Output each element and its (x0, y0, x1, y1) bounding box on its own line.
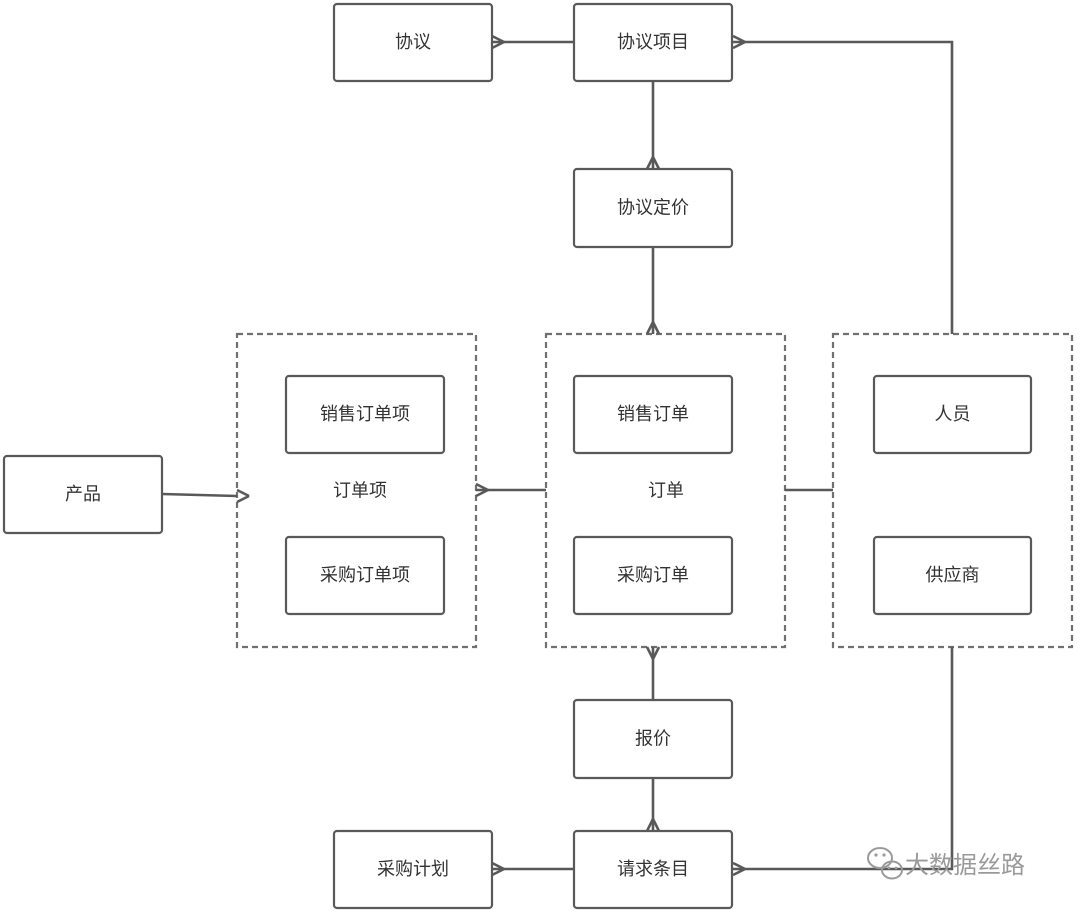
entity-agreement-item-label: 协议项目 (617, 32, 689, 53)
wechat-icon (867, 847, 903, 880)
entity-purchase-order: 采购订单 (572, 535, 734, 616)
crowfoot-at-orderitem-right (475, 482, 489, 498)
entity-agreement: 协议 (332, 2, 494, 83)
entity-quote-label: 报价 (635, 729, 671, 750)
entity-person: 人员 (872, 374, 1033, 455)
edges (161, 34, 954, 877)
entity-person-label: 人员 (935, 404, 971, 425)
group-order-label: 订单 (648, 481, 684, 502)
entity-purchase-order-item: 采购订单项 (284, 535, 446, 616)
entity-supplier-label: 供应商 (926, 565, 980, 586)
entity-agreement-label: 协议 (395, 32, 431, 53)
crowfoot-at-agreement (491, 34, 505, 50)
entity-supplier: 供应商 (872, 535, 1033, 616)
edge-product-orderitem (161, 492, 238, 498)
entity-sales-order-item-label: 销售订单项 (320, 404, 410, 425)
entity-sales-order: 销售订单 (572, 374, 734, 455)
entity-product-label: 产品 (65, 484, 101, 505)
entity-request-item: 请求条目 (572, 829, 734, 910)
crowfoot-at-order-top (645, 321, 661, 335)
crowfoot-at-orderitem-left (236, 488, 250, 504)
crowfoot-at-order-bottom (645, 646, 661, 660)
entity-sales-order-item: 销售订单项 (284, 374, 446, 455)
entity-request-item-label: 请求条目 (617, 859, 689, 880)
entity-product: 产品 (2, 454, 164, 535)
watermark: 大数据丝路 (867, 847, 1025, 880)
entity-purchase-order-item-label: 采购订单项 (320, 565, 410, 586)
crowfoot-at-request-right (732, 861, 746, 877)
crowfoot-at-agreementitem (732, 34, 746, 50)
crowfoot-at-plan (491, 861, 505, 877)
entity-purchase-plan: 采购计划 (332, 829, 494, 910)
entity-sales-order-label: 销售订单 (617, 404, 689, 425)
watermark-text: 大数据丝路 (905, 851, 1025, 879)
entity-agreement-pricing: 协议定价 (572, 167, 734, 249)
edge-agreementitem-party (733, 40, 954, 334)
edge-party-request (733, 647, 954, 871)
entity-agreement-item: 协议项目 (572, 2, 734, 83)
entity-quote: 报价 (572, 698, 734, 780)
group-order-item-label: 订单项 (333, 481, 387, 502)
entity-purchase-plan-label: 采购计划 (377, 859, 449, 880)
crowfoot-at-request-top (645, 818, 661, 832)
entity-purchase-order-label: 采购订单 (617, 565, 689, 586)
entity-agreement-pricing-label: 协议定价 (617, 198, 689, 219)
crowfoot-at-pricing (645, 156, 661, 170)
